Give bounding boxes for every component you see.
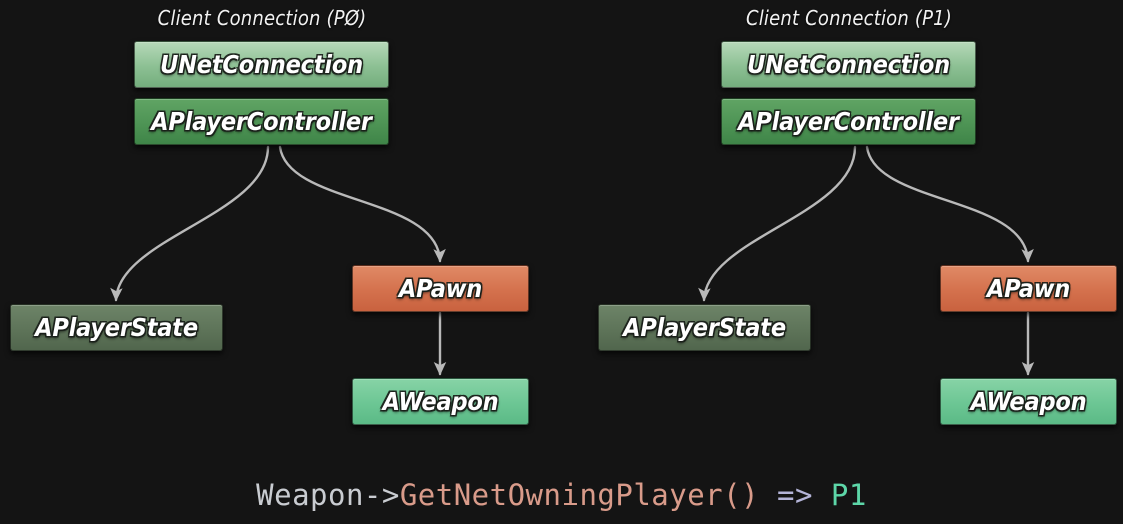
- code-token-4: [813, 478, 831, 512]
- node-p1-playerstate[interactable]: APlayerState: [598, 304, 811, 351]
- code-token-5: P1: [830, 478, 867, 512]
- node-label: APlayerController: [151, 107, 372, 136]
- edge-p0-controller-to-playerstate: [110, 145, 270, 302]
- node-p0-pawn[interactable]: APawn: [352, 265, 529, 312]
- node-label: APlayerController: [738, 107, 959, 136]
- code-token-0: Weapon->: [256, 478, 400, 512]
- node-label: APlayerState: [623, 313, 786, 342]
- node-label: AWeapon: [970, 387, 1087, 416]
- node-p1-pawn[interactable]: APawn: [940, 265, 1117, 312]
- edge-p1-controller-to-pawn: [865, 145, 1034, 263]
- node-p1-controller[interactable]: APlayerController: [721, 98, 976, 145]
- group-title-p1: Client Connection (P1): [745, 6, 953, 30]
- node-label: APawn: [986, 274, 1071, 303]
- code-token-3: =>: [777, 478, 813, 512]
- code-token-2: [759, 478, 777, 512]
- node-label: UNetConnection: [747, 50, 950, 79]
- node-p0-playerstate[interactable]: APlayerState: [10, 304, 223, 351]
- node-p0-weapon[interactable]: AWeapon: [352, 378, 529, 425]
- edge-p1-controller-to-playerstate: [698, 145, 857, 302]
- node-p0-controller[interactable]: APlayerController: [134, 98, 389, 145]
- node-p1-weapon[interactable]: AWeapon: [940, 378, 1117, 425]
- node-label: APawn: [398, 274, 483, 303]
- node-label: UNetConnection: [160, 50, 363, 79]
- code-token-1: GetNetOwningPlayer(): [399, 478, 760, 512]
- edge-p0-controller-to-pawn: [278, 145, 446, 263]
- group-title-p0: Client Connection (PØ): [157, 6, 367, 30]
- node-label: AWeapon: [382, 387, 499, 416]
- code-expression: Weapon->GetNetOwningPlayer() => P1: [0, 478, 1123, 512]
- node-p1-netconn[interactable]: UNetConnection: [721, 41, 976, 88]
- node-label: APlayerState: [35, 313, 198, 342]
- node-p0-netconn[interactable]: UNetConnection: [134, 41, 389, 88]
- edge-paths: [110, 145, 1035, 376]
